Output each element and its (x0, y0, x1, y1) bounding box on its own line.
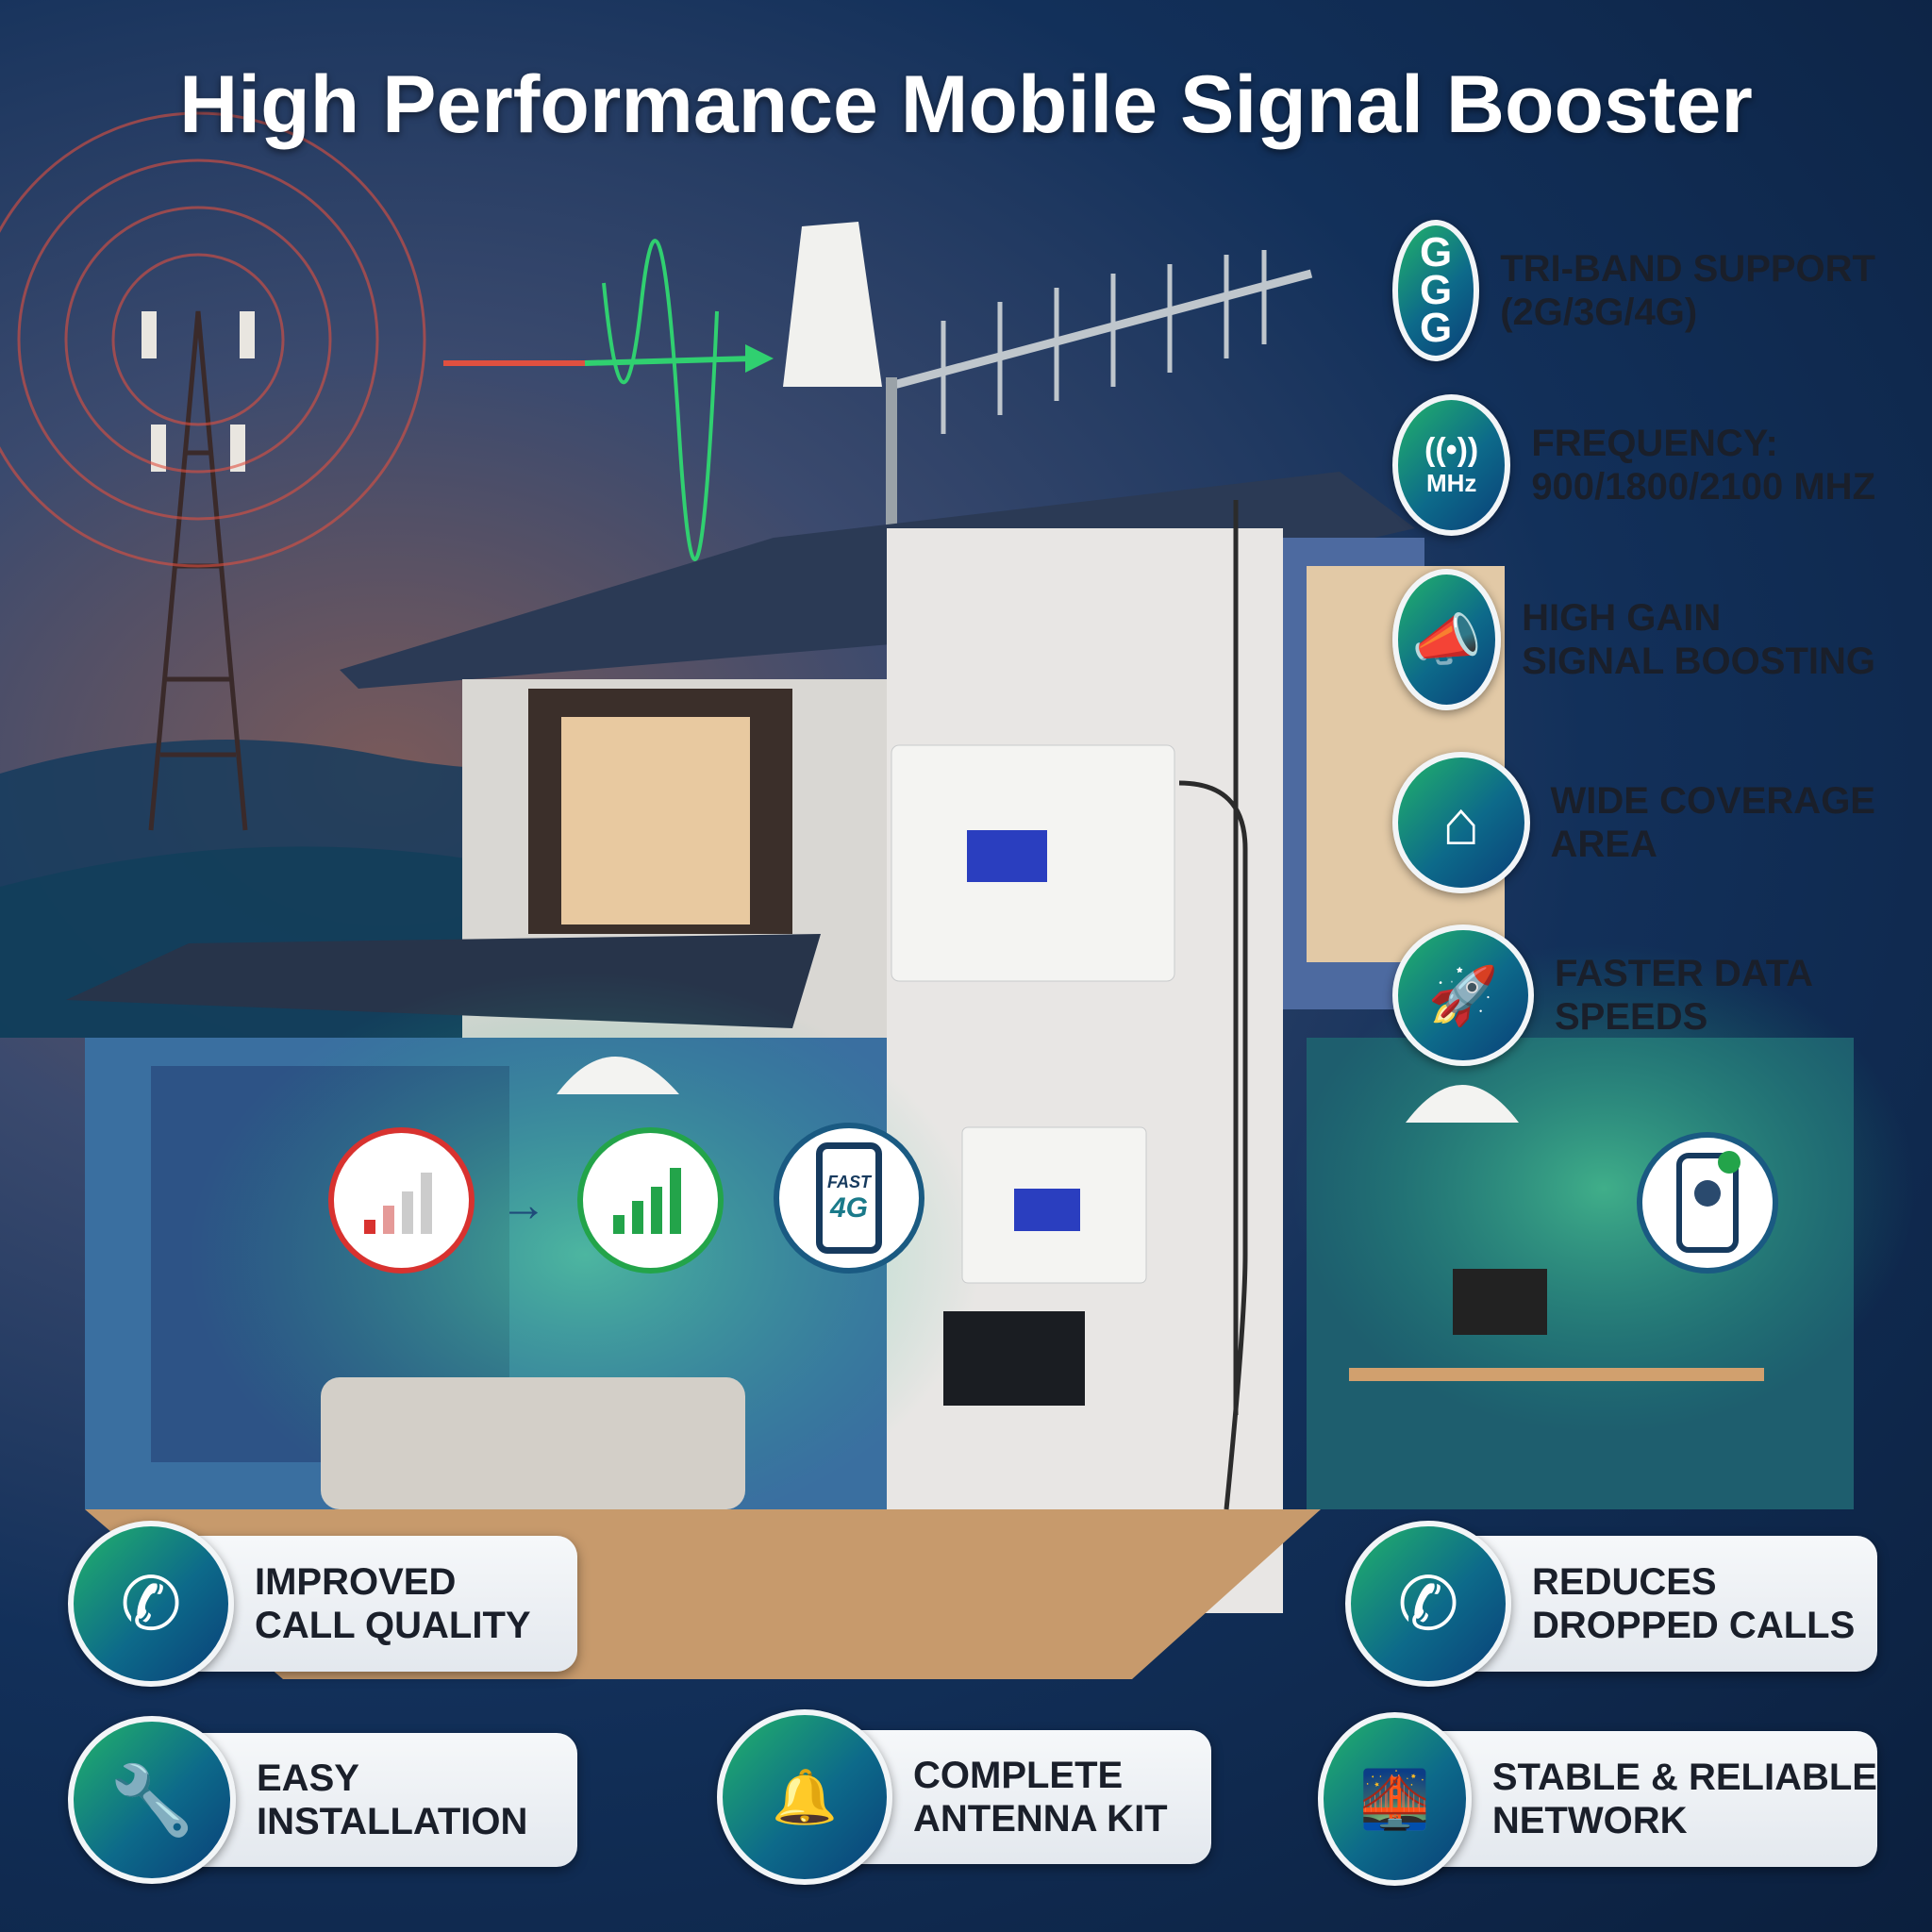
phone-check-icon: ✆ (68, 1521, 234, 1687)
feature-sublabel: NETWORK (1491, 1800, 1688, 1841)
strong-signal-badge (577, 1127, 724, 1274)
yagi-antenna (885, 269, 1313, 391)
phone-x-icon: ✆ (1345, 1521, 1511, 1687)
antenna-kit-icon: 🔔 (717, 1709, 892, 1885)
arrow-right-icon: → (500, 1178, 547, 1231)
feature-label: EASY (257, 1757, 359, 1799)
fast-label: FAST (826, 1172, 871, 1191)
feature-sublabel: CALL QUALITY (255, 1605, 531, 1646)
feature-frequency: ((•))MHz FREQUENCY:900/1800/2100 MHz (1392, 394, 1875, 536)
tools-manual-icon: 🔧 (68, 1716, 236, 1884)
frequency-antenna-icon: ((•))MHz (1392, 394, 1511, 536)
feature-label: WIDE COVERAGE (1550, 780, 1875, 822)
feature-sublabel: SPEEDS (1555, 996, 1708, 1038)
strong-signal-bars-icon (612, 1167, 681, 1234)
4g-label: 4G (829, 1191, 869, 1224)
weak-signal-bars-icon (363, 1172, 432, 1234)
feature-label: STABLE & RELIABLE (1491, 1757, 1877, 1798)
video-call-badge (1637, 1132, 1778, 1274)
phone-icon: FAST 4G (816, 1142, 882, 1254)
feature-sublabel: AREA (1550, 824, 1657, 865)
feature-sublabel: INSTALLATION (257, 1801, 528, 1842)
page-title: High Performance Mobile Signal Booster (179, 59, 1753, 150)
feature-sublabel: SIGNAL BOOSTING (1522, 641, 1875, 682)
feature-sublabel: 900/1800/2100 MHz (1531, 466, 1875, 508)
phone-video-call-icon (1676, 1151, 1740, 1253)
feature-label: HIGH GAIN (1522, 597, 1722, 639)
panel-antenna (783, 222, 882, 387)
weak-signal-badge (328, 1127, 475, 1274)
mhz-icon-label: MHz (1425, 469, 1477, 497)
bridge-icon: 🌉 (1318, 1712, 1472, 1886)
feature-sublabel: ANTENNA KIT (913, 1798, 1168, 1840)
rocket-icon: 🚀 (1392, 924, 1534, 1066)
feature-label: COMPLETE (913, 1755, 1124, 1796)
feature-label: IMPROVED (255, 1561, 457, 1603)
feature-label: REDUCES (1532, 1561, 1717, 1603)
megaphone-icon: 📣 (1392, 569, 1502, 710)
feature-sublabel: DROPPED CALLS (1532, 1605, 1856, 1646)
house-wifi-icon: ⌂ (1392, 752, 1530, 893)
feature-label: FASTER DATA (1555, 953, 1814, 994)
feature-label: TRI-BAND SUPPORT (1500, 248, 1875, 290)
cell-tower (142, 310, 255, 831)
feature-label: FREQUENCY: (1531, 423, 1778, 464)
fast-4g-badge: FAST 4G (774, 1123, 924, 1274)
feature-sublabel: (2G/3G/4G) (1500, 291, 1698, 333)
